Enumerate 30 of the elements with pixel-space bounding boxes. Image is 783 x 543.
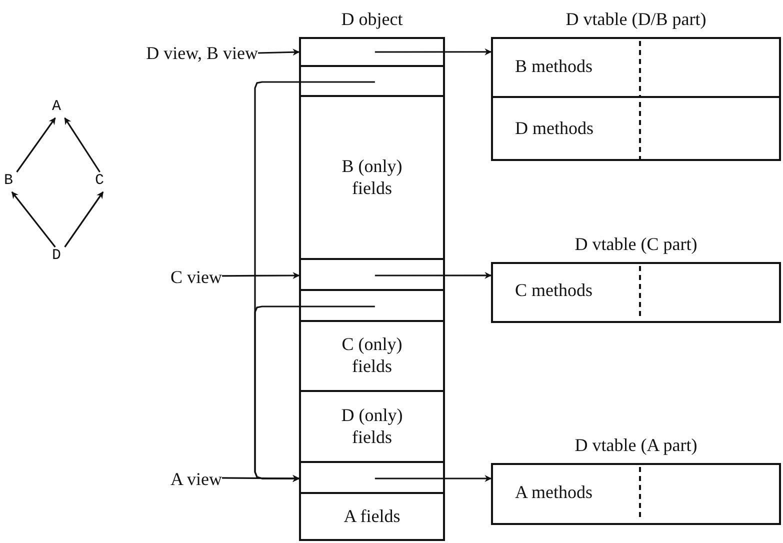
arrow — [258, 48, 300, 56]
arrow — [374, 475, 492, 482]
arrow — [11, 191, 56, 248]
arrow — [374, 48, 492, 56]
view-label: C view — [170, 266, 222, 288]
field-label: B (only) fields — [340, 156, 404, 200]
field-label: A fields — [344, 506, 400, 528]
arrow — [64, 117, 100, 172]
arrow — [254, 306, 375, 482]
method-label: A methods — [515, 482, 593, 502]
field-label: C (only) fields — [340, 334, 404, 378]
class-label: B — [4, 172, 14, 189]
arrow — [222, 474, 300, 482]
method-label: B methods — [515, 56, 593, 77]
arrow — [222, 272, 300, 280]
table-heading: D vtable (A part) — [574, 435, 698, 455]
table-heading: D object — [341, 9, 403, 29]
view-label: D view, B view — [146, 42, 258, 64]
arrow — [64, 191, 104, 248]
view-label: A view — [170, 468, 222, 490]
table-heading: D vtable (C part) — [574, 234, 698, 254]
arrow — [16, 117, 56, 172]
method-label: C methods — [515, 280, 593, 301]
class-label: A — [52, 98, 62, 115]
table-heading: D vtable (D/B part) — [566, 9, 706, 29]
arrow — [374, 272, 492, 279]
class-label: D — [52, 247, 62, 264]
class-label: C — [95, 172, 104, 189]
field-label: D (only) fields — [340, 404, 404, 448]
method-label: D methods — [515, 118, 594, 139]
